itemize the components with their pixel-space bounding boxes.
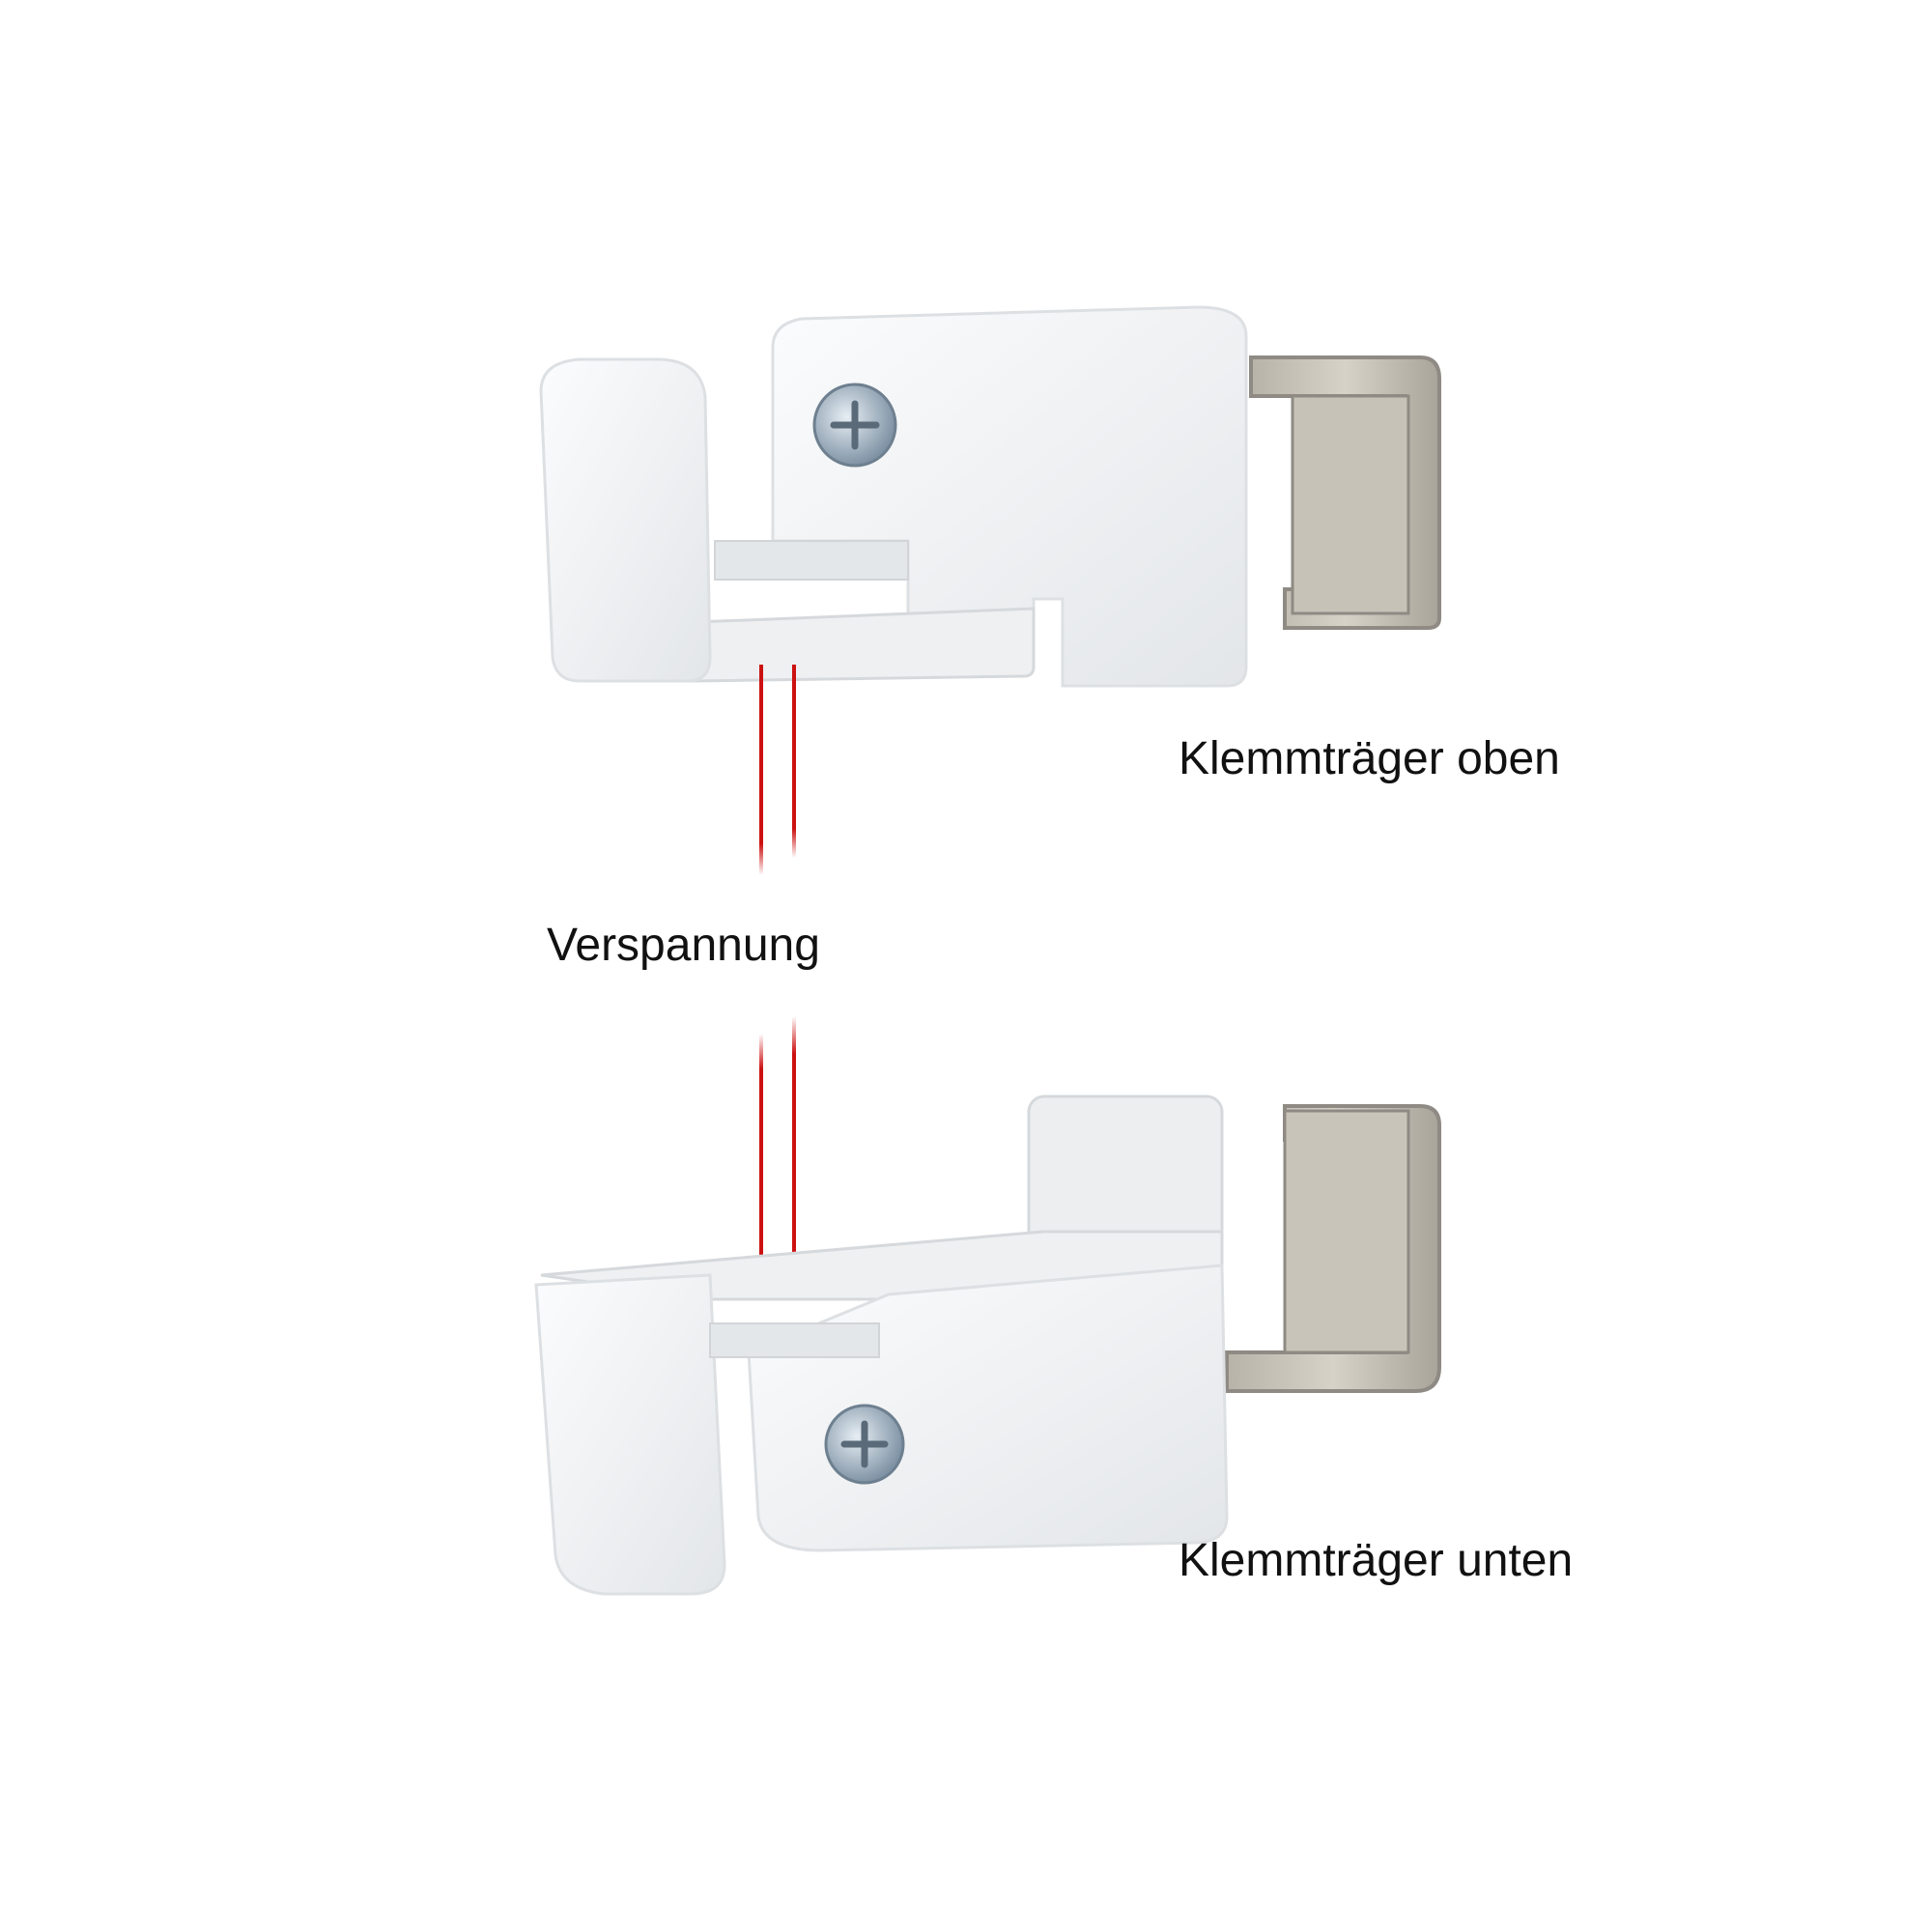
label-tension: Verspannung <box>547 920 820 971</box>
tension-line-upper-left <box>759 665 763 875</box>
tension-line-lower-left <box>759 1034 763 1270</box>
tension-line-upper-right <box>792 665 796 858</box>
bottom-front-jaw <box>534 1273 726 1596</box>
top-front-jaw <box>539 357 712 683</box>
label-top-clamp: Klemmträger oben <box>1179 733 1560 784</box>
bottom-clamp <box>534 1094 1441 1596</box>
top-metal-bracket <box>1249 355 1441 630</box>
bottom-metal-bracket <box>1225 1104 1441 1393</box>
label-bottom-clamp: Klemmträger unten <box>1179 1535 1574 1586</box>
bottom-main-body <box>747 1264 1229 1552</box>
screw-icon <box>824 1404 905 1485</box>
screw-icon <box>812 383 897 468</box>
bottom-slot <box>709 1322 880 1358</box>
top-slot <box>714 540 909 581</box>
top-clamp <box>539 305 1441 688</box>
top-main-body <box>771 305 1248 688</box>
tension-line-lower-right <box>792 1016 796 1267</box>
tension-lines <box>759 665 796 1270</box>
